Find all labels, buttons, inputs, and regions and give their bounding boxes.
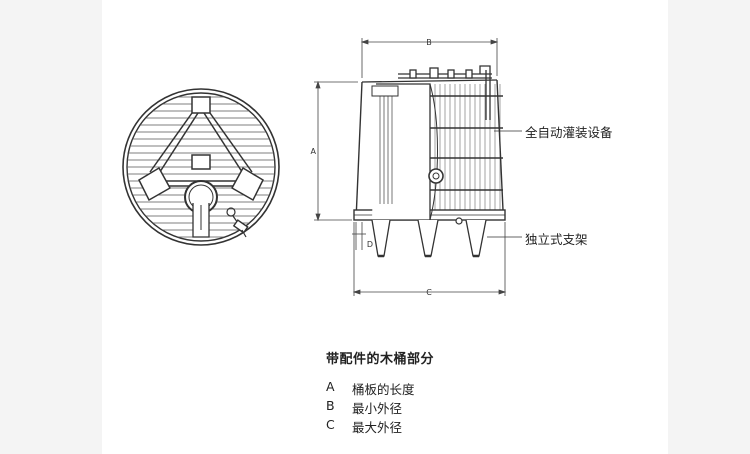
legend-text: 桶板的长度 <box>352 382 415 397</box>
dimension-label-d: D <box>367 240 373 249</box>
callout-standalone-stand: 独立式支架 <box>525 232 588 247</box>
legend-text: 最小外径 <box>352 401 403 416</box>
callout-filling-equipment: 全自动灌装设备 <box>525 125 613 140</box>
legend-item: C 最大外径 <box>326 417 434 436</box>
legend-title: 带配件的木桶部分 <box>326 352 435 367</box>
legend-item: B 最小外径 <box>326 398 434 417</box>
legend-item: A 桶板的长度 <box>326 379 434 398</box>
dimension-label-c: C <box>426 288 432 297</box>
dimension-lines <box>314 38 522 296</box>
legend-text: 最大外径 <box>352 420 403 435</box>
legend: 带配件的木桶部分 A 桶板的长度 B 最小外径 C 最大外径 <box>326 348 434 436</box>
legend-key: B <box>326 398 335 413</box>
legend-key: A <box>326 379 335 394</box>
vat-top-view <box>122 88 280 246</box>
legend-key: C <box>326 417 335 432</box>
dimension-label-b: B <box>426 38 432 47</box>
vat-side-view <box>353 65 506 258</box>
dimension-label-a: A <box>311 147 317 156</box>
